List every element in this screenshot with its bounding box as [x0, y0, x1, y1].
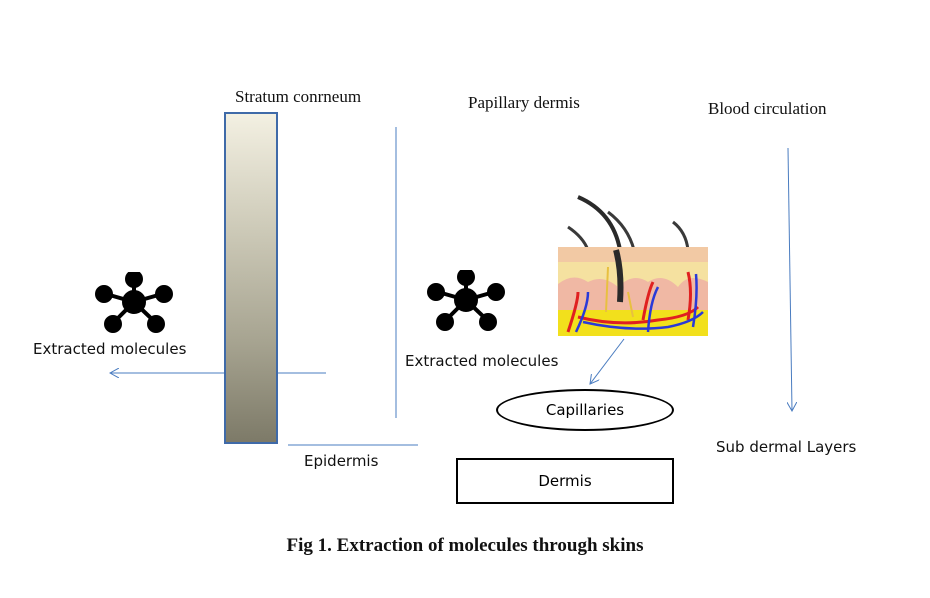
extracted-molecules-left-label: Extracted molecules: [33, 340, 187, 358]
molecule-icon: [427, 270, 505, 331]
dermis-label: Dermis: [538, 472, 592, 490]
blood-circulation-label: Blood circulation: [708, 99, 827, 118]
capillaries-label: Capillaries: [545, 401, 625, 419]
dermis-node: Dermis: [456, 458, 674, 504]
blood-circulation-arrow: [788, 147, 792, 411]
molecule-icon: [95, 272, 173, 333]
epidermis-label: Epidermis: [304, 452, 379, 470]
capillaries-node: Capillaries: [496, 389, 674, 431]
sub-dermal-layers-label: Sub dermal Layers: [716, 438, 857, 456]
stratum-corneum-bar: [224, 112, 278, 444]
skin-cross-section-illustration: [558, 195, 708, 336]
figure-caption: Fig 1. Extraction of molecules through s…: [286, 535, 644, 556]
skin-to-capillaries-arrow: [590, 338, 625, 384]
stratum-corneum-label: Stratum conrneum: [235, 87, 362, 106]
extracted-molecules-right-label: Extracted molecules: [405, 352, 559, 370]
papillary-dermis-label: Papillary dermis: [468, 93, 580, 112]
